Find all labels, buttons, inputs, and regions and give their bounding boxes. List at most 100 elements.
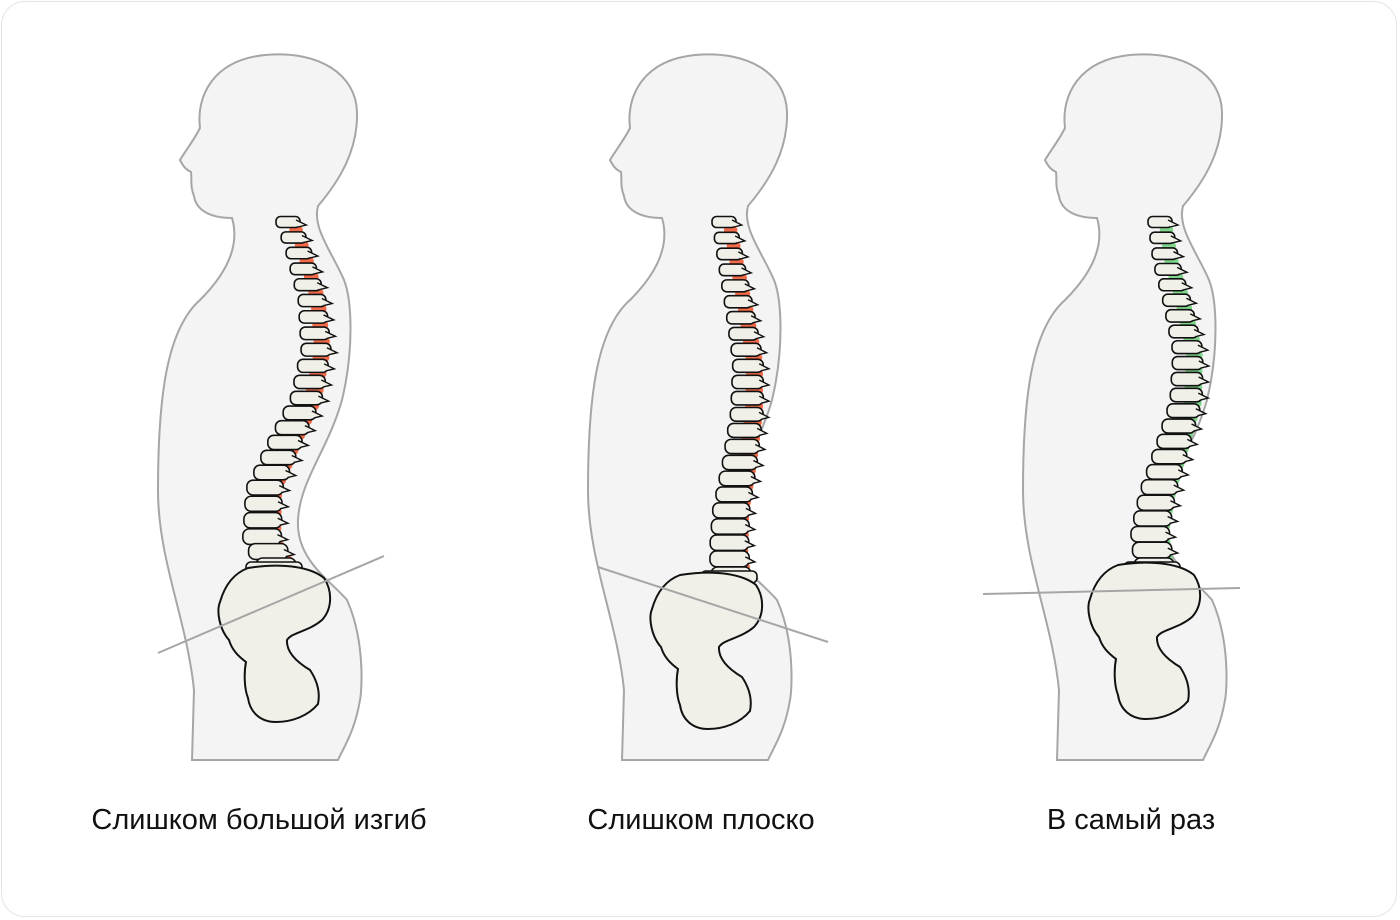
vertebra — [1169, 387, 1204, 403]
spinous-process — [737, 251, 750, 260]
spinous-process — [307, 250, 320, 259]
vertebra — [1140, 478, 1179, 496]
pelvis — [217, 564, 332, 724]
vertebra — [253, 464, 291, 481]
spinous-process — [277, 534, 290, 543]
vertebra — [1133, 509, 1173, 527]
vertebra — [1156, 433, 1193, 450]
spinous-process — [747, 299, 760, 308]
spinous-process — [326, 347, 340, 356]
spinous-process — [321, 297, 335, 307]
spinous-process — [1181, 282, 1194, 291]
spinous-process — [283, 548, 297, 558]
caption-too-curved: Слишком большой изгиб — [91, 804, 427, 836]
vertebra — [725, 310, 756, 325]
spinous-process — [1167, 547, 1180, 556]
posture-figure-1 — [586, 53, 829, 761]
vertebra — [274, 419, 310, 436]
vertebra — [243, 511, 283, 529]
vertebra — [280, 231, 307, 244]
spinous-process — [758, 395, 771, 404]
vertebra — [723, 294, 753, 309]
spinous-process — [750, 315, 763, 324]
vertebra — [730, 342, 762, 357]
vertebra — [721, 279, 750, 293]
vertebra — [721, 454, 759, 471]
pelvic-tilt-line — [982, 587, 1241, 595]
vertebra — [718, 470, 756, 487]
spinous-process — [1189, 313, 1203, 322]
spinous-process — [301, 234, 315, 244]
vertebra — [728, 326, 759, 341]
vertebra — [716, 247, 744, 261]
vertebra — [1158, 278, 1187, 292]
vertebra — [709, 550, 751, 568]
spinous-process — [758, 363, 771, 372]
vertebra — [713, 231, 740, 245]
spinous-process — [1167, 515, 1180, 525]
vertebra — [1151, 448, 1188, 465]
vertebra — [1151, 247, 1179, 261]
vertebra — [247, 542, 289, 561]
spinous-process — [758, 411, 771, 421]
vertebra — [275, 215, 301, 229]
vertebra — [246, 479, 285, 496]
spinous-process — [756, 427, 769, 437]
spinous-process — [304, 425, 318, 434]
vertebra — [299, 326, 331, 341]
spinous-process — [741, 267, 754, 276]
vertebra — [1136, 494, 1176, 512]
spinous-process — [750, 475, 763, 485]
spinous-process — [323, 363, 337, 372]
spinous-process — [1173, 251, 1186, 260]
spinous-process — [753, 459, 766, 469]
vertebra — [1161, 293, 1192, 308]
vertebra — [1154, 262, 1182, 276]
spinous-process — [744, 556, 757, 565]
spinous-process — [1193, 328, 1207, 338]
vertebra — [711, 215, 737, 229]
spine — [1130, 215, 1211, 575]
spinous-process — [323, 314, 336, 323]
spinous-process — [316, 282, 330, 291]
caption-too-flat: Слишком плоско — [587, 804, 815, 836]
vertebra — [724, 438, 761, 455]
spinous-process — [277, 517, 291, 526]
spinous-process — [1170, 500, 1183, 509]
vertebra — [1145, 463, 1184, 481]
spinous-process — [1198, 360, 1211, 369]
vertebra — [710, 518, 750, 535]
vertebra — [285, 246, 313, 260]
vertebra — [709, 534, 750, 552]
spinous-process — [753, 331, 766, 340]
vertebra — [1130, 525, 1171, 543]
spinous-process — [1198, 376, 1211, 385]
spinous-process — [1176, 266, 1190, 276]
posture-figure-0 — [156, 53, 385, 761]
spinous-process — [324, 330, 338, 340]
spinous-process — [748, 491, 760, 501]
vertebra — [282, 405, 317, 421]
vertebra — [731, 358, 764, 374]
spinous-process — [1173, 484, 1186, 493]
spinous-process — [1186, 438, 1200, 448]
vertebra — [718, 263, 747, 277]
spinous-process — [297, 439, 311, 449]
vertebra — [1165, 308, 1196, 323]
vertebra — [1170, 371, 1204, 387]
vertebra — [260, 449, 297, 466]
spinous-process — [318, 395, 331, 404]
spinous-process — [731, 219, 744, 228]
spinous-process — [285, 469, 298, 479]
spinous-process — [745, 507, 758, 517]
spinous-process — [756, 347, 769, 356]
vertebra — [296, 358, 329, 374]
spinous-process — [278, 484, 292, 494]
spinous-process — [312, 266, 325, 275]
vertebra — [267, 434, 303, 451]
spinous-process — [277, 501, 291, 510]
vertebra — [1171, 355, 1204, 371]
spinous-process — [1197, 344, 1210, 353]
vertebra — [1131, 541, 1173, 559]
vertebra — [1147, 215, 1173, 229]
